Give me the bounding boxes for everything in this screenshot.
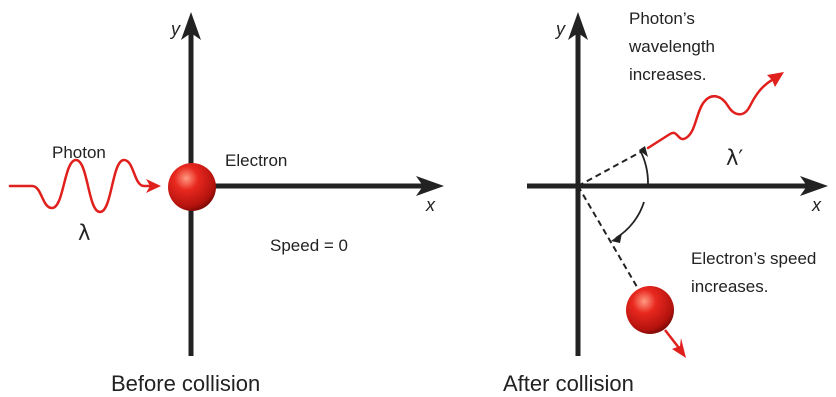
recoil-electron-direction-dashed xyxy=(577,185,641,293)
before-x-axis-label: x xyxy=(425,195,436,215)
photon-wavelength-note-line1: Photon’s xyxy=(629,9,695,28)
electron-angle-arc xyxy=(615,201,645,239)
scattered-photon-wave xyxy=(646,78,774,150)
photon-wavelength-note-line2: wavelength xyxy=(628,37,715,56)
electron-velocity-arrowhead xyxy=(672,338,686,358)
electron-angle-arc-arrowhead xyxy=(611,233,622,243)
after-x-axis-label: x xyxy=(811,195,822,215)
electron-velocity-line xyxy=(664,329,680,349)
photon-label: Photon xyxy=(52,143,106,162)
scattered-wavelength-symbol: λ′ xyxy=(726,146,743,170)
photon-wavelength-note-line3: increases. xyxy=(629,65,706,84)
before-collision-panel: y x Photon λ Electron Speed = 0 Before c… xyxy=(8,12,444,396)
electron-speed-note-line2: increases. xyxy=(691,277,768,296)
electron-label: Electron xyxy=(225,151,287,170)
electron-at-rest xyxy=(168,163,216,211)
after-collision-caption: After collision xyxy=(503,371,634,396)
after-y-axis-arrowhead xyxy=(568,12,588,40)
scattered-photon-direction-dashed xyxy=(577,147,649,187)
speed-label: Speed = 0 xyxy=(270,236,348,255)
before-y-axis-label: y xyxy=(169,19,181,39)
before-x-axis-arrowhead xyxy=(416,176,444,196)
scattered-photon-arrowhead xyxy=(767,72,784,87)
incoming-photon-arrowhead xyxy=(146,179,161,193)
after-collision-panel: y x Photon’s wavelength increases. λ′ El… xyxy=(503,9,828,396)
electron-speed-note-line1: Electron’s speed xyxy=(691,249,816,268)
incoming-photon-wave xyxy=(8,158,154,214)
recoiling-electron xyxy=(626,286,674,334)
after-x-axis-arrowhead xyxy=(800,176,828,196)
photon-angle-arc-arrowhead xyxy=(639,146,648,157)
before-collision-caption: Before collision xyxy=(111,371,260,396)
after-y-axis-label: y xyxy=(554,19,566,39)
incident-wavelength-symbol: λ xyxy=(78,221,90,245)
before-y-axis-arrowhead xyxy=(181,12,201,40)
